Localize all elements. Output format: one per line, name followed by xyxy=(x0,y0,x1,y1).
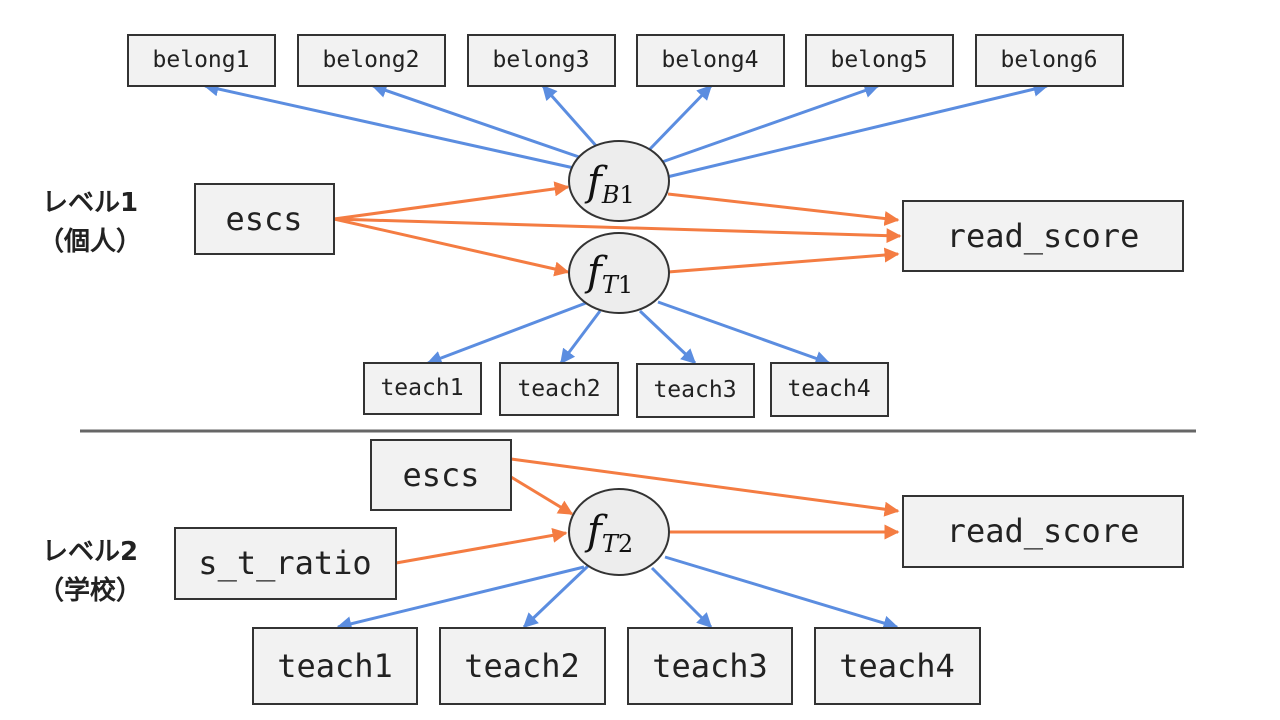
level1-label: レベル1 （個人） xyxy=(38,188,142,257)
teach4-box-level1: teach4 xyxy=(770,362,889,417)
belong4-label: belong4 xyxy=(662,47,759,73)
arrow-escs-read-score xyxy=(333,217,902,244)
arrow-ft1-teach3 xyxy=(638,309,697,365)
belong1-label: belong1 xyxy=(153,47,250,73)
teach2-box-level2: teach2 xyxy=(439,627,606,705)
arrow-escs-ft1 xyxy=(333,217,570,277)
escs-label-level2: escs xyxy=(402,456,479,494)
belong4-box: belong4 xyxy=(636,34,785,87)
read-score-label-level2: read_score xyxy=(947,512,1140,550)
read-score-label-level1: read_score xyxy=(947,217,1140,255)
factor-fb1-label: fB1 xyxy=(584,159,635,209)
s-t-ratio-box: s_t_ratio xyxy=(174,527,397,600)
teach1-box-level2: teach1 xyxy=(252,627,418,705)
arrow-fb1-belong5 xyxy=(661,83,880,164)
level2-loading-arrows xyxy=(336,555,899,632)
teach3-box-level1: teach3 xyxy=(636,363,755,418)
arrow-fb1-belong6 xyxy=(666,81,1049,179)
arrow-fb1-belong2 xyxy=(371,83,583,160)
factor-ft2: fT2 xyxy=(568,488,670,576)
escs-box-level2: escs xyxy=(370,439,512,511)
belong3-box: belong3 xyxy=(467,34,616,87)
arrow-ft1-read-score xyxy=(667,247,900,274)
level2-path-arrows xyxy=(395,457,900,565)
arrow-fb1-belong3 xyxy=(541,84,600,149)
level1-label-line2: （個人） xyxy=(38,227,142,257)
arrow-escs2-ft2 xyxy=(510,475,574,516)
teach1-label-level2: teach1 xyxy=(277,647,393,685)
level1-loading-arrows xyxy=(203,81,1049,366)
teach3-label-level2: teach3 xyxy=(652,647,768,685)
teach4-label-level2: teach4 xyxy=(839,647,955,685)
level1-label-line1: レベル1 xyxy=(42,188,138,218)
level2-label-line2: （学校） xyxy=(38,575,142,606)
arrow-ft2-teach3 xyxy=(650,566,713,629)
belong3-label: belong3 xyxy=(493,47,590,73)
teach1-box-level1: teach1 xyxy=(363,362,482,415)
arrow-fb1-belong4 xyxy=(648,84,713,151)
escs-box-level1: escs xyxy=(194,183,335,255)
factor-fb1: fB1 xyxy=(568,140,670,222)
teach1-label-level1: teach1 xyxy=(380,375,463,401)
teach2-label-level2: teach2 xyxy=(464,647,580,685)
factor-ft1: fT1 xyxy=(568,232,670,314)
belong1-box: belong1 xyxy=(127,34,276,87)
teach2-box-level1: teach2 xyxy=(499,362,619,416)
level2-label: レベル2 （学校） xyxy=(38,537,142,606)
arrow-ft2-teach1 xyxy=(336,565,585,632)
arrow-escs2-read-score xyxy=(510,457,900,517)
arrow-escs-fb1 xyxy=(333,181,570,221)
arrow-ft2-teach4 xyxy=(664,555,899,631)
arrow-ft1-teach4 xyxy=(657,300,831,366)
escs-label-level1: escs xyxy=(225,200,302,238)
teach3-label-level1: teach3 xyxy=(653,377,736,403)
s-t-ratio-label: s_t_ratio xyxy=(198,544,371,582)
teach3-box-level2: teach3 xyxy=(627,627,793,705)
belong5-label: belong5 xyxy=(831,47,928,73)
teach2-label-level1: teach2 xyxy=(517,376,600,402)
belong5-box: belong5 xyxy=(805,34,954,87)
read-score-box-level2: read_score xyxy=(902,495,1184,568)
arrow-ft1-teach1 xyxy=(426,301,587,366)
teach4-box-level2: teach4 xyxy=(814,627,981,705)
belong6-label: belong6 xyxy=(1001,47,1098,73)
read-score-box-level1: read_score xyxy=(902,200,1184,272)
teach4-label-level1: teach4 xyxy=(787,376,870,402)
level1-path-arrows xyxy=(333,181,902,277)
belong2-label: belong2 xyxy=(323,47,420,73)
arrow-ft1-teach2 xyxy=(559,310,602,365)
arrow-ft2-teach2 xyxy=(522,564,590,629)
arrow-fb1-belong1 xyxy=(203,81,575,170)
arrow-ratio-ft2 xyxy=(395,527,568,565)
arrow-fb1-read-score xyxy=(667,192,900,226)
level2-label-line1: レベル2 xyxy=(42,537,138,567)
belong6-box: belong6 xyxy=(975,34,1124,87)
belong2-box: belong2 xyxy=(297,34,446,87)
